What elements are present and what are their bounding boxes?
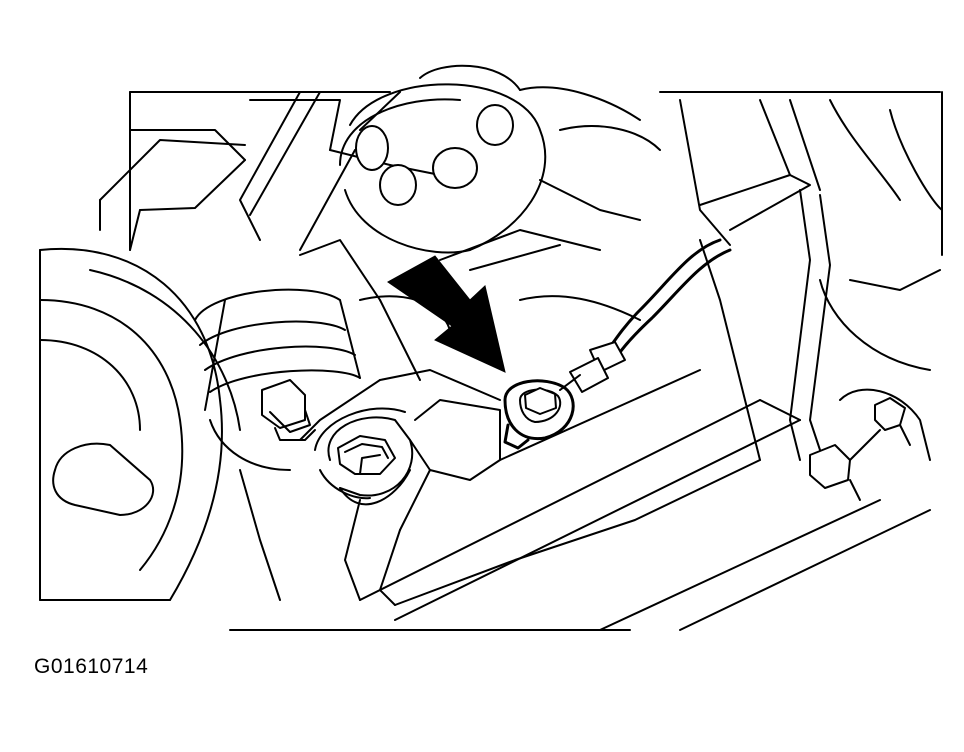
figure-id-label: G01610714 <box>34 655 149 678</box>
right-bracket <box>679 99 943 501</box>
callout-arrow <box>387 255 506 373</box>
bracket-hex-bolt <box>337 435 396 475</box>
starter-barrel <box>194 239 451 411</box>
mounting-bracket <box>299 369 761 606</box>
frame-edges <box>129 91 943 631</box>
ground-cable <box>559 238 732 393</box>
engine-block-upper <box>99 91 441 251</box>
lower-frame-rail <box>359 399 931 631</box>
starter-bolt <box>261 379 316 441</box>
alternator-body <box>39 247 241 601</box>
ground-terminal <box>503 379 575 450</box>
crank-pulley <box>339 64 661 254</box>
misc-contours <box>209 229 641 601</box>
